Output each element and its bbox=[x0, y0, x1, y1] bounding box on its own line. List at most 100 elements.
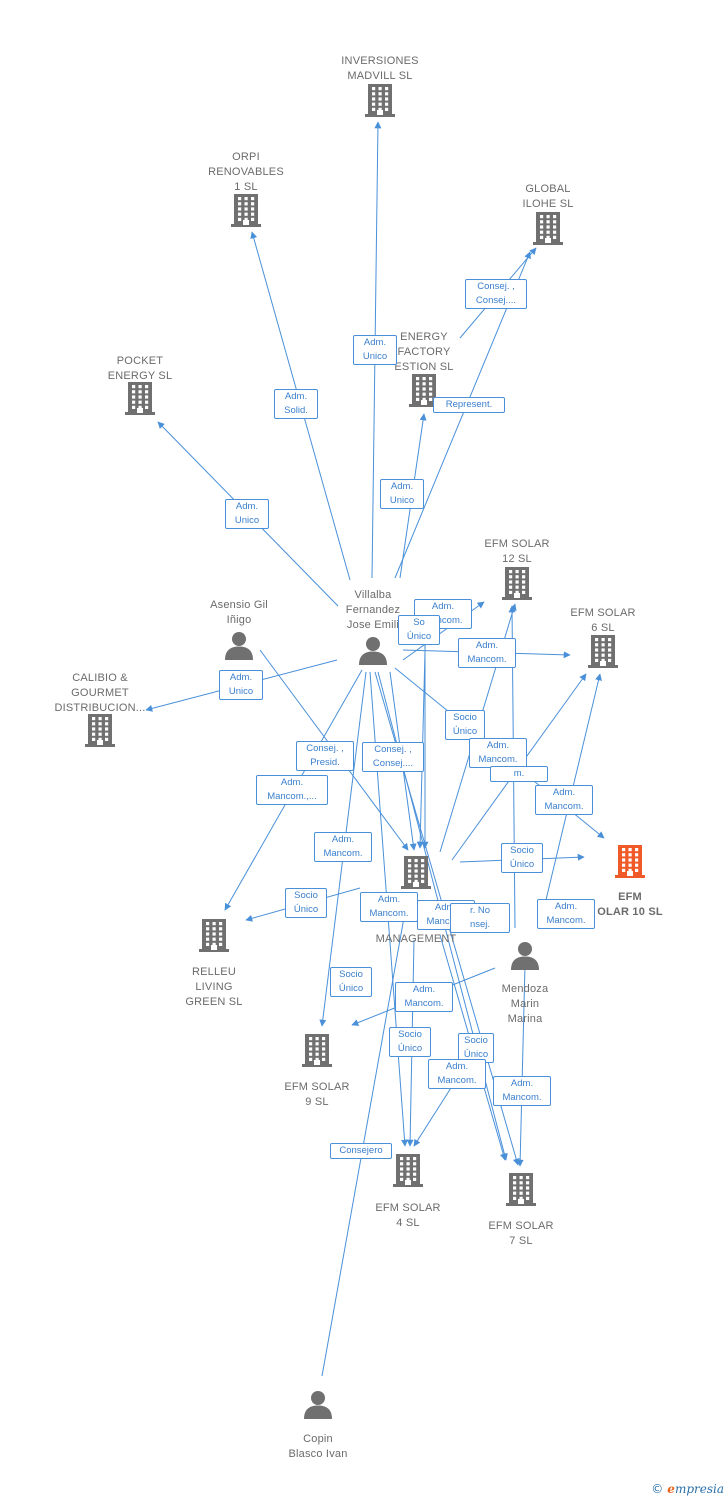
node-calibio[interactable]: CALIBIO & GOURMET DISTRIBUCION... bbox=[54, 671, 145, 716]
edge-label-13[interactable]: Adm. Mancom. bbox=[469, 738, 527, 768]
copyright-symbol: © bbox=[651, 1482, 664, 1496]
node-villalba[interactable]: Villalba Fernandez Jose Emili bbox=[346, 588, 400, 633]
edge-label-12[interactable]: Socio Único bbox=[445, 710, 485, 740]
building-icon-efm6 bbox=[588, 635, 618, 668]
node-pocket[interactable]: POCKET ENERGY SL bbox=[108, 354, 173, 384]
node-relleu[interactable]: RELLEU LIVING GREEN SL bbox=[185, 965, 242, 1010]
node-label-efm12: EFM SOLAR 12 SL bbox=[484, 538, 550, 565]
edge-label-19[interactable]: Socio Único bbox=[501, 843, 543, 873]
node-label-energy: ENERGY FACTORY ESTION SL bbox=[394, 331, 454, 373]
node-efm4[interactable]: EFM SOLAR 4 SL bbox=[375, 1201, 440, 1231]
edge-label-16[interactable]: Adm. Mancom. bbox=[314, 832, 372, 862]
edge-label-27[interactable]: Socio Único bbox=[458, 1033, 494, 1063]
edge-label-15[interactable]: Adm. Mancom.,... bbox=[256, 775, 328, 805]
node-icon-wrap-villalba[interactable] bbox=[358, 635, 388, 670]
node-icon-wrap-efm6[interactable] bbox=[588, 634, 618, 673]
building-icon-efm9 bbox=[302, 1034, 332, 1067]
node-inversiones[interactable]: INVERSIONES MADVILL SL bbox=[341, 54, 418, 84]
node-label-orpi: ORPI RENOVABLES 1 SL bbox=[208, 151, 284, 193]
building-icon-mgmt bbox=[401, 856, 431, 889]
edge-label-2[interactable]: Consej. , Consej.... bbox=[465, 279, 527, 309]
node-label-calibio: CALIBIO & GOURMET DISTRIBUCION... bbox=[54, 672, 146, 714]
node-icon-wrap-mendoza[interactable] bbox=[510, 940, 540, 975]
node-icon-wrap-energy[interactable] bbox=[409, 373, 439, 412]
node-mendoza[interactable]: Mendoza Marin Marina bbox=[502, 982, 549, 1027]
edge-label-24[interactable]: Socio Único bbox=[330, 967, 372, 997]
edge-label-11[interactable]: Consej. , Consej.... bbox=[362, 742, 424, 772]
building-icon-relleu bbox=[199, 919, 229, 952]
building-icon-inversiones bbox=[365, 84, 395, 117]
edge-label-9[interactable]: Adm. Unico bbox=[219, 670, 263, 700]
brand-footer: ©empresia bbox=[651, 1482, 724, 1496]
building-icon-efm12 bbox=[502, 567, 532, 600]
edge-label-25[interactable]: Adm. Mancom. bbox=[395, 982, 453, 1012]
building-icon-efm10 bbox=[615, 845, 645, 878]
edge-25 bbox=[516, 964, 526, 1167]
node-icon-wrap-global[interactable] bbox=[533, 211, 563, 250]
edge-label-10[interactable]: Consej. , Presid. bbox=[296, 741, 354, 771]
node-efm6[interactable]: EFM SOLAR 6 SL bbox=[570, 606, 635, 636]
building-icon-energy bbox=[409, 374, 439, 407]
person-icon-copin bbox=[304, 1391, 332, 1419]
node-label-mendoza: Mendoza Marin Marina bbox=[501, 983, 549, 1025]
node-icon-wrap-efm9[interactable] bbox=[302, 1033, 332, 1072]
edge-label-5[interactable]: Adm. Unico bbox=[225, 499, 269, 529]
edge-label-0[interactable]: Adm. Unico bbox=[353, 335, 397, 365]
node-asensio[interactable]: Asensio Gil Iñigo bbox=[210, 598, 268, 628]
node-icon-wrap-efm7[interactable] bbox=[506, 1172, 536, 1211]
node-efm7[interactable]: EFM SOLAR 7 SL bbox=[488, 1219, 553, 1249]
node-icon-wrap-efm4[interactable] bbox=[393, 1153, 423, 1192]
node-icon-wrap-efm10[interactable] bbox=[615, 844, 645, 883]
edge-label-29[interactable]: Adm. Mancom. bbox=[493, 1076, 551, 1106]
node-label-efm9: EFM SOLAR 9 SL bbox=[284, 1081, 350, 1108]
node-energy[interactable]: ENERGY FACTORY ESTION SL bbox=[394, 330, 453, 375]
node-icon-wrap-copin[interactable] bbox=[303, 1389, 333, 1424]
edge-label-28[interactable]: Adm. Mancom. bbox=[428, 1059, 486, 1089]
person-icon-asensio bbox=[225, 632, 253, 660]
brand-name: mpresia bbox=[674, 1482, 724, 1496]
node-label-pocket: POCKET ENERGY SL bbox=[107, 355, 173, 382]
edge-label-7[interactable]: So Único bbox=[398, 615, 440, 645]
node-label-inversiones: INVERSIONES MADVILL SL bbox=[341, 55, 419, 82]
building-icon-efm4 bbox=[393, 1154, 423, 1187]
node-label-copin: Copin Blasco Ivan bbox=[288, 1433, 348, 1460]
building-icon-global bbox=[533, 212, 563, 245]
node-label-global: GLOBAL ILOHE SL bbox=[522, 183, 574, 210]
edge-label-1[interactable]: Adm. Solid. bbox=[274, 389, 318, 419]
edge-label-22[interactable]: r. No nsej. bbox=[450, 903, 510, 933]
edge-label-14[interactable]: m. bbox=[490, 766, 548, 782]
node-orpi[interactable]: ORPI RENOVABLES 1 SL bbox=[208, 150, 284, 195]
node-label-efm6: EFM SOLAR 6 SL bbox=[570, 607, 636, 634]
edge-label-20[interactable]: Adm. Mancom. bbox=[360, 892, 418, 922]
node-efm9[interactable]: EFM SOLAR 9 SL bbox=[284, 1080, 349, 1110]
node-label-efm10: EFM OLAR 10 SL bbox=[597, 891, 663, 918]
person-icon-mendoza bbox=[511, 942, 539, 970]
node-efm12[interactable]: EFM SOLAR 12 SL bbox=[484, 537, 549, 567]
edge-label-4[interactable]: Adm. Unico bbox=[380, 479, 424, 509]
edge-label-18[interactable]: Socio Único bbox=[285, 888, 327, 918]
building-icon-calibio bbox=[85, 714, 115, 747]
node-label-mgmt: MANAGEMENT bbox=[375, 933, 457, 945]
person-icon-villalba bbox=[359, 637, 387, 665]
node-mgmt[interactable]: MANAGEMENT bbox=[376, 932, 457, 947]
node-icon-wrap-pocket[interactable] bbox=[125, 381, 155, 420]
node-copin[interactable]: Copin Blasco Ivan bbox=[288, 1432, 347, 1462]
building-icon-orpi bbox=[231, 194, 261, 227]
node-icon-wrap-mgmt[interactable] bbox=[401, 855, 431, 894]
edge-label-8[interactable]: Adm. Mancom. bbox=[458, 638, 516, 668]
node-global[interactable]: GLOBAL ILOHE SL bbox=[522, 182, 573, 212]
node-efm10[interactable]: EFM OLAR 10 SL bbox=[597, 890, 663, 920]
node-icon-wrap-asensio[interactable] bbox=[224, 630, 254, 665]
edge-26 bbox=[413, 1079, 457, 1147]
node-icon-wrap-efm12[interactable] bbox=[502, 566, 532, 605]
node-icon-wrap-relleu[interactable] bbox=[199, 918, 229, 957]
node-icon-wrap-orpi[interactable] bbox=[231, 193, 261, 232]
node-label-relleu: RELLEU LIVING GREEN SL bbox=[185, 966, 243, 1008]
edge-label-3[interactable]: Represent. bbox=[433, 397, 505, 413]
edge-label-17[interactable]: Adm. Mancom. bbox=[535, 785, 593, 815]
edge-label-23[interactable]: Adm. Mancom. bbox=[537, 899, 595, 929]
node-icon-wrap-calibio[interactable] bbox=[85, 713, 115, 752]
edge-label-30[interactable]: Consejero bbox=[330, 1143, 392, 1159]
node-icon-wrap-inversiones[interactable] bbox=[365, 83, 395, 122]
edge-label-26[interactable]: Socio Único bbox=[389, 1027, 431, 1057]
